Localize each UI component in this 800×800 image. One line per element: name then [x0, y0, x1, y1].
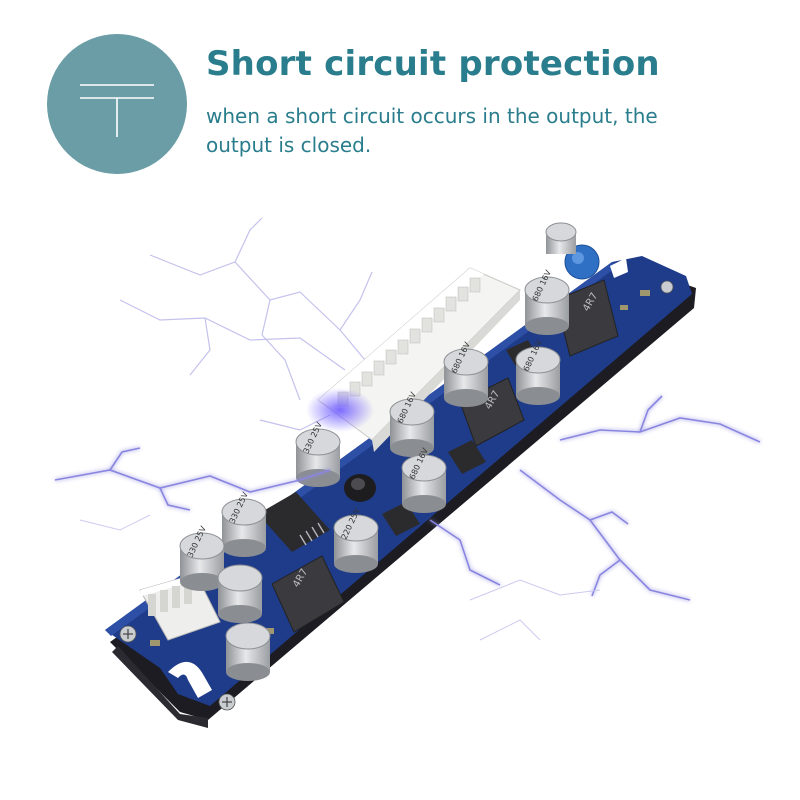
capacitor: 330 25V	[221, 490, 267, 557]
short-circuit-badge	[47, 34, 187, 174]
feature-title: Short circuit protection	[206, 44, 660, 84]
power-supply-board-with-lightning: 4R7 4R7 4R7 680 16V 680 16V	[54, 217, 761, 728]
feature-description: when a short circuit occurs in the outpu…	[206, 104, 658, 157]
spark-flash	[306, 388, 374, 432]
capacitor: 680 16V	[389, 390, 435, 457]
mounting-slot	[168, 661, 212, 698]
capacitor	[225, 622, 271, 681]
lightning-arcs-faint	[79, 514, 601, 641]
short-circuit-symbol-icon	[80, 84, 154, 137]
capacitor: 680 16V	[515, 338, 561, 405]
toroid-coil	[344, 474, 376, 502]
inductor	[271, 279, 619, 633]
capacitors: 680 16V 680 16V 680 16V 680 16V 330 25V	[179, 222, 577, 681]
capacitor: 680 16V	[524, 268, 570, 335]
capacitor: 330 25V	[179, 524, 225, 591]
capacitor	[545, 222, 577, 254]
capacitor	[217, 564, 263, 623]
lightning-arcs	[54, 395, 761, 601]
